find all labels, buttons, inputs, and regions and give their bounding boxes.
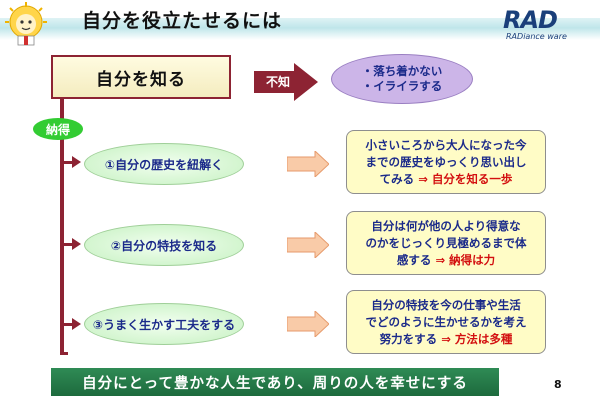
step-oval-1: ①自分の歴史を紐解く [84, 143, 244, 185]
symptom-1: ・落ち着かない [361, 64, 443, 78]
logo: RAD [503, 6, 558, 34]
step-desc-3: 自分の特技を今の仕事や生活 でどのように生かせるかを考え 努力をする ⇒ 方法は… [346, 290, 546, 354]
mascot-icon [5, 2, 47, 46]
step-arrow-2 [287, 232, 329, 258]
branch-arrowhead [72, 156, 81, 168]
desc-line: までの歴史をゆっくり思い出し [365, 155, 527, 169]
desc-line-text: 努力をする [379, 332, 442, 346]
branch-line [60, 323, 74, 326]
desc-line: 努力をする ⇒ 方法は多種 [355, 331, 537, 348]
step-oval-3: ③うまく生かす工夫をする [84, 303, 244, 345]
desc-line: でどのように生かせるかを考え [365, 315, 527, 329]
know-self-box: 自分を知る [51, 55, 231, 99]
desc-line: 自分は何が他の人より得意な [371, 219, 521, 233]
step-oval-2: ②自分の特技を知る [84, 224, 244, 266]
desc-line: のかをじっくり見極めるまで体 [365, 236, 527, 250]
branch-arrowhead [72, 238, 81, 250]
step-desc-2: 自分は何が他の人より得意な のかをじっくり見極めるまで体 感する ⇒ 納得は力 [346, 211, 546, 275]
desc-emphasis: ⇒ 納得は力 [435, 253, 496, 267]
desc-line-text: 感する [396, 253, 436, 267]
desc-line: てみる ⇒ 自分を知る一歩 [355, 171, 537, 188]
step-arrow-3 [287, 311, 329, 337]
branch-arrowhead [72, 318, 81, 330]
branch-line [60, 161, 74, 164]
fuchi-label: 不知 [265, 75, 290, 89]
desc-line-text: てみる [379, 172, 419, 186]
conclusion-banner: 自分にとって豊かな人生であり、周りの人を幸せにする [51, 368, 499, 396]
logo-subtitle: RADiance ware [506, 32, 567, 41]
desc-line: 感する ⇒ 納得は力 [355, 252, 537, 269]
desc-emphasis: ⇒ 自分を知る一歩 [418, 172, 513, 186]
branch-line [60, 352, 68, 355]
desc-line: 自分の特技を今の仕事や生活 [371, 298, 521, 312]
symptom-2: ・イライラする [361, 79, 443, 93]
symptoms-oval: ・落ち着かない ・イライラする [331, 54, 473, 104]
fuchi-arrow [254, 63, 318, 101]
page-number: 8 [554, 378, 562, 391]
desc-emphasis: ⇒ 方法は多種 [441, 332, 513, 346]
desc-line: 小さいころから大人になった今 [365, 138, 527, 152]
step-arrow-1 [287, 151, 329, 177]
step-desc-1: 小さいころから大人になった今 までの歴史をゆっくり思い出し てみる ⇒ 自分を知… [346, 130, 546, 194]
header-bar [0, 18, 600, 40]
page-title: 自分を役立たせるには [82, 10, 283, 32]
nattoku-badge: 納得 [33, 118, 83, 140]
branch-line [60, 243, 74, 246]
tree-vertical-line [60, 99, 64, 354]
